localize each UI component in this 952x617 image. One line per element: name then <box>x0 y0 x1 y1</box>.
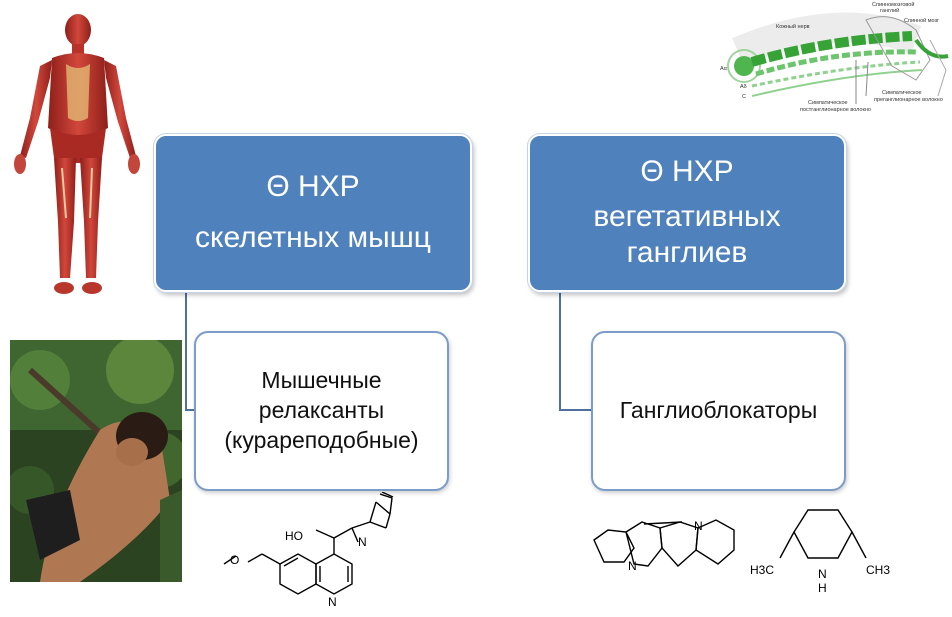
quinuclidine-n-label: N <box>358 535 367 549</box>
blowgun-hunter-photo <box>10 340 182 582</box>
label-ab: Aδ <box>740 84 747 90</box>
left-connector-vertical <box>185 292 187 411</box>
sparteine-structure: N N <box>590 508 738 578</box>
quinine-structure: HO N N O <box>222 492 412 612</box>
child-line-1: Мышечные <box>261 366 381 396</box>
ganglionic-blockers-box: Ганглиоблокаторы <box>591 331 846 491</box>
header-subtitle: скелетных мышц <box>195 220 431 257</box>
methyl-left-label: H3C <box>750 563 774 577</box>
piperidine-h-label: H <box>818 581 827 595</box>
right-connector-vertical <box>559 292 561 411</box>
quinoline-n-label: N <box>328 595 337 609</box>
label-c: C <box>742 94 746 100</box>
sparteine-n1-label: N <box>628 559 637 573</box>
piperidine-n-label: N <box>818 567 827 581</box>
child-label: Ганглиоблокаторы <box>620 396 817 426</box>
sparteine-n2-label: N <box>694 519 703 533</box>
ganglionic-nachr-header: Θ НХР вегетативных ганглиев <box>528 134 846 292</box>
label-spinal-cord: Спинной мозг <box>904 17 939 24</box>
label-pre-2: преганглионарное волокно <box>874 97 943 103</box>
label-post-1: Симпатическое <box>808 100 848 106</box>
skeletal-muscle-nachr-header: Θ НХР скелетных мышц <box>154 134 472 292</box>
child-line-2: релаксанты <box>259 396 384 426</box>
label-aa: Aα <box>720 66 728 72</box>
dimethylpiperidine-structure: H3C CH3 N H <box>750 508 900 600</box>
label-pre-1: Симпатическое <box>882 90 922 96</box>
right-connector-horizontal <box>559 409 592 411</box>
header-title: Θ НХР <box>266 169 359 206</box>
header-subtitle-1: вегетативных <box>593 199 780 236</box>
header-title: Θ НХР <box>640 154 733 191</box>
muscle-anatomy-figure <box>4 8 144 300</box>
header-subtitle-2: ганглиев <box>627 235 748 272</box>
label-skin-nerve: Кожный нерв <box>776 23 810 30</box>
nerve-fiber-diagram: Спинномозговой ганглий Спинной мозг Кожн… <box>716 0 952 118</box>
child-line-3: (курареподобные) <box>224 426 418 456</box>
svg-text:O: O <box>230 553 239 567</box>
label-ganglion: Спинномозговой <box>872 1 914 8</box>
hydroxyl-label: HO <box>285 529 303 543</box>
methyl-right-label: CH3 <box>866 563 890 577</box>
label-ganglion-2: ганглий <box>880 7 899 14</box>
muscle-relaxants-box: Мышечные релаксанты (курареподобные) <box>194 331 449 491</box>
label-post-2: постганглионарное волокно <box>800 107 871 113</box>
